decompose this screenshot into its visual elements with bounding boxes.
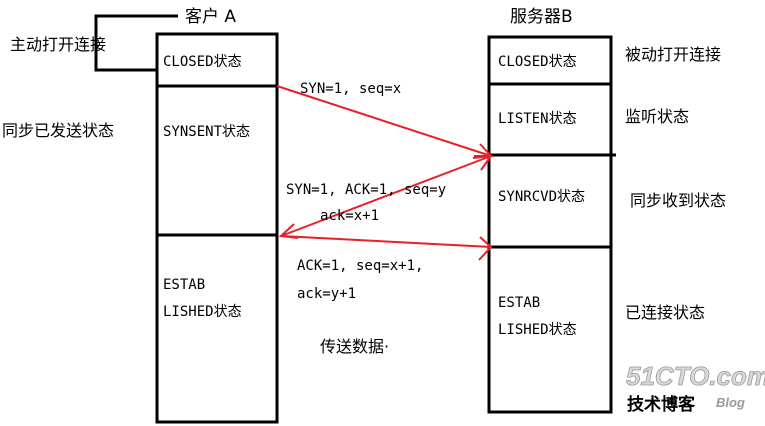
syn-sent-label: 同步已发送状态: [2, 121, 114, 140]
synack-arrow: [280, 155, 492, 237]
client-state-synsent: SYNSENT状态: [163, 124, 250, 140]
watermark: 51CTO.com 技术博客 Blog: [626, 361, 765, 415]
data-transfer-label: 传送数据·: [320, 337, 389, 356]
synack-message-line1: SYN=1, ACK=1, seq=y: [286, 182, 446, 198]
server-column: [487, 35, 613, 414]
server-state-synrcvd: SYNRCVD状态: [498, 189, 585, 205]
server-title: 服务器B: [510, 7, 573, 27]
client-state-estab: ESTAB: [163, 277, 205, 293]
ack-message-line2: ack=y+1: [297, 286, 356, 302]
server-state-listen: LISTEN状态: [498, 111, 577, 127]
client-state-closed: CLOSED状态: [163, 54, 242, 70]
active-open-label: 主动打开连接: [10, 35, 106, 54]
syn-arrow: [276, 85, 492, 157]
ack-arrow: [280, 235, 492, 248]
server-state-closed: CLOSED状态: [498, 54, 577, 70]
client-column: [155, 32, 279, 424]
syn-received-label: 同步收到状态: [630, 191, 726, 210]
passive-open-label: 被动打开连接: [625, 45, 721, 64]
listen-label: 监听状态: [625, 107, 689, 126]
ack-message-line1: ACK=1, seq=x+1,: [297, 258, 423, 274]
established-label: 已连接状态: [625, 303, 705, 322]
watermark-logo: 51CTO.com: [626, 361, 765, 391]
watermark-blog: Blog: [716, 395, 745, 410]
syn-message: SYN=1, seq=x: [300, 81, 401, 97]
active-open-bracket: [94, 14, 178, 72]
synack-arrowhead-right: [472, 154, 494, 171]
client-title: 客户 A: [185, 7, 236, 27]
ack-arrowhead: [478, 236, 493, 261]
synack-message-line2: ack=x+1: [320, 208, 379, 224]
server-state-lished: LISHED状态: [498, 322, 577, 338]
arrows: [276, 85, 494, 261]
watermark-sub: 技术博客: [627, 394, 696, 415]
server-state-estab: ESTAB: [498, 295, 540, 311]
client-state-lished: LISHED状态: [163, 304, 242, 320]
